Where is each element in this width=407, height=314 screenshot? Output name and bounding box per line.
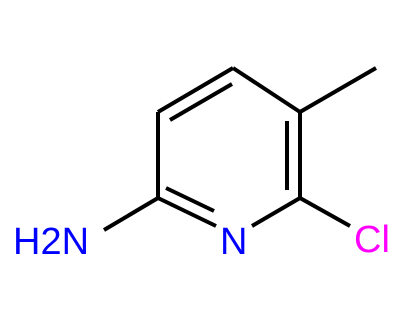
bond-c5-methyl: [298, 66, 378, 114]
bond-c3-c4: [156, 66, 235, 114]
ring-nitrogen-label: N: [220, 221, 247, 263]
bond-c4-c5: [231, 66, 302, 114]
amine-label: H2N: [13, 221, 89, 263]
bond-c6-n1: [250, 196, 302, 228]
bond-n1-c2-double: [165, 186, 215, 213]
bond-n1-c2: [157, 196, 217, 228]
chlorine-label: Cl: [354, 219, 390, 261]
atom-labels: H2N N Cl: [13, 219, 390, 263]
bond-c3-c4-double: [168, 82, 234, 122]
bond-c6-chlorine: [299, 196, 351, 228]
bond-c2-amine: [102, 196, 160, 232]
bonds: [102, 66, 378, 232]
